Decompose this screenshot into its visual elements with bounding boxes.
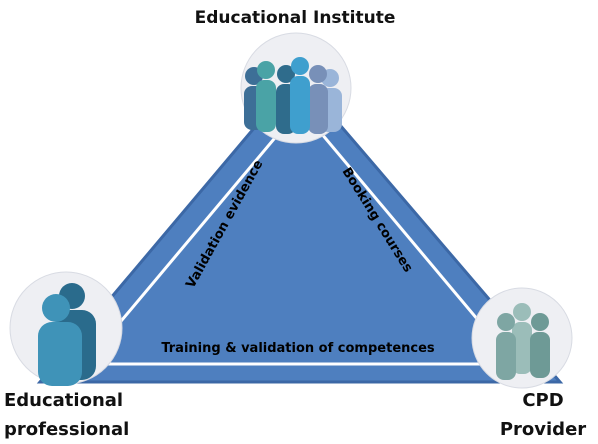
- educational-professional-label: Educational professional: [4, 386, 164, 444]
- relationship-triangle: [36, 73, 564, 384]
- person-pair-icon: [38, 283, 96, 386]
- educational-institute-label: Educational Institute: [194, 8, 396, 28]
- people-group-icon: [244, 57, 342, 134]
- educational-institute-node: [240, 32, 352, 144]
- cpd-provider-node: [471, 287, 573, 389]
- label-line: Educational: [4, 390, 124, 411]
- cpd-provider-label: CPD Provider: [488, 386, 598, 444]
- educational-professional-node: [9, 271, 123, 386]
- label-line: Provider: [499, 419, 587, 440]
- label-line: CPD: [522, 390, 564, 411]
- edge-label-training-validation: Training & validation of competences: [161, 341, 435, 356]
- people-group-icon: [496, 303, 550, 380]
- label-line: professional: [4, 419, 130, 440]
